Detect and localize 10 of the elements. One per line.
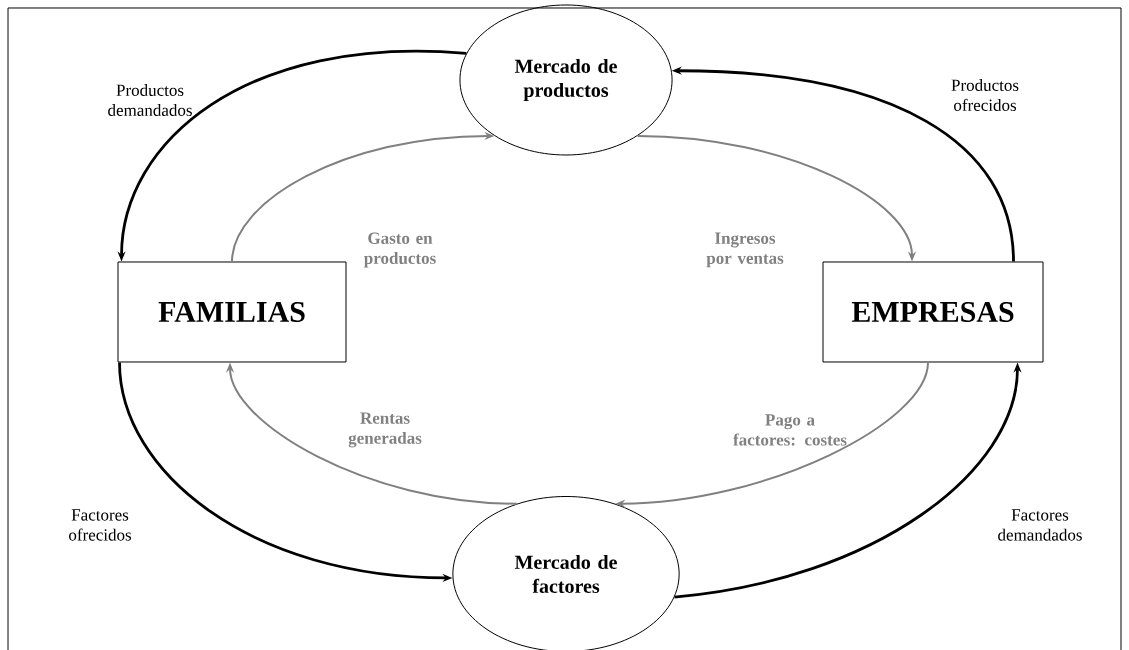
edge-label: Productos ofrecidos	[951, 79, 1019, 111]
edge-label: Factores demandados	[998, 509, 1082, 541]
edge-label: Productos demandados	[108, 84, 192, 116]
edge-label: Rentas generadas	[348, 412, 422, 448]
edge-label: Ingresos por ventas	[706, 232, 784, 268]
sector-box: EMPRESAS	[822, 261, 1044, 363]
sector-box: FAMILIAS	[117, 261, 347, 363]
edge-label: Gasto en productos	[364, 232, 436, 268]
edge-label: Pago a factores: costes	[733, 414, 847, 446]
edge-label: Factores ofrecidos	[69, 509, 132, 541]
